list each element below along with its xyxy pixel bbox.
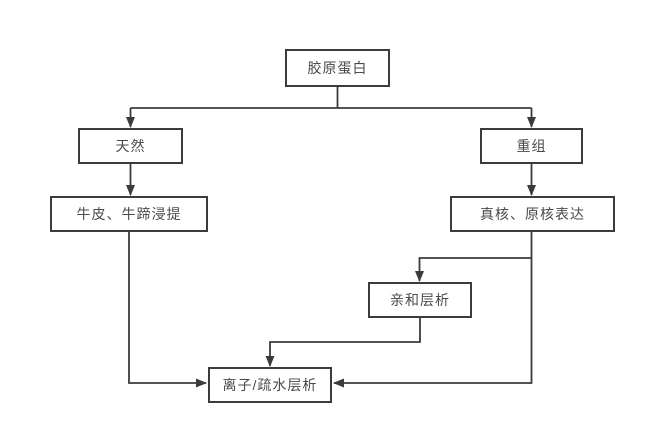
node-natural: 天然 bbox=[78, 128, 183, 164]
node-recombinant-label: 重组 bbox=[516, 138, 547, 154]
edge-expression-ion bbox=[333, 232, 533, 388]
edge-expression-affinity bbox=[415, 257, 532, 282]
node-expression-label: 真核、原核表达 bbox=[480, 206, 585, 222]
node-extraction: 牛皮、牛蹄浸提 bbox=[50, 196, 208, 232]
node-affinity-label: 亲和层析 bbox=[390, 292, 450, 308]
node-ion-hydrophobic: 离子/疏水层析 bbox=[208, 367, 332, 403]
node-expression: 真核、原核表达 bbox=[450, 196, 615, 232]
node-recombinant: 重组 bbox=[480, 128, 583, 164]
node-collagen-label: 胶原蛋白 bbox=[307, 60, 368, 76]
node-collagen: 胶原蛋白 bbox=[285, 49, 390, 87]
node-natural-label: 天然 bbox=[115, 138, 146, 154]
node-extraction-label: 牛皮、牛蹄浸提 bbox=[76, 206, 182, 222]
edge-extraction-ion bbox=[128, 232, 207, 388]
edge-affinity-ion bbox=[265, 318, 421, 367]
node-affinity: 亲和层析 bbox=[368, 282, 472, 318]
node-ion-hydrophobic-label: 离子/疏水层析 bbox=[222, 377, 318, 393]
